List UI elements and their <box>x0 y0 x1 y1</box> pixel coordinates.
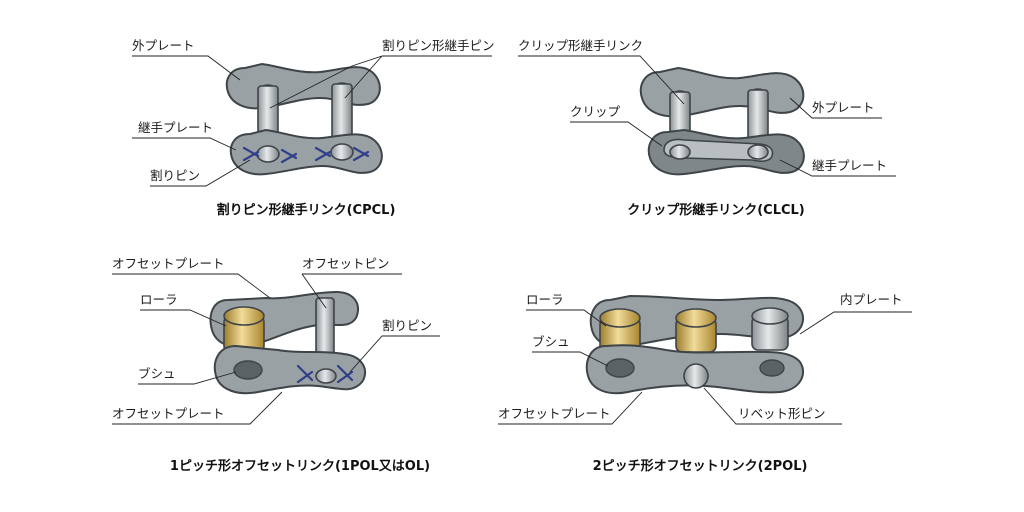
pol1-label-cotter-pin: 割りピン <box>382 318 432 333</box>
pol1-caption: 1ピッチ形オフセットリンク(1POL又はOL) <box>170 459 430 474</box>
cpcl-label-outer-plate: 外プレート <box>132 38 195 53</box>
pol2-roller-left-top <box>600 309 640 327</box>
panel-cpcl: 外プレート 割りピン形継手ピン 継手プレート 割りピン 割りピン形継手リンク(C… <box>132 38 495 218</box>
pol2-hole-right <box>760 360 784 376</box>
pol1-bush-hole <box>234 361 262 379</box>
pol1-label-offset-plate-bottom: オフセットプレート <box>112 406 225 421</box>
panel-2pol: ローラ ブシュ 内プレート オフセットプレート リベット形ピン 2ピッチ形オフセ… <box>498 292 912 474</box>
pol2-rivet-head <box>684 364 708 388</box>
pol2-leader-inner-plate <box>800 312 912 334</box>
clcl-pin-head-left <box>670 145 690 159</box>
pol1-label-offset-pin: オフセットピン <box>302 256 390 271</box>
cpcl-pin-head-left <box>257 146 279 162</box>
pol2-bush-hole <box>606 359 634 377</box>
panel-clcl: クリップ形継手リンク クリップ 外プレート 継手プレート クリップ形継手リンク(… <box>518 38 896 218</box>
pol1-label-roller: ローラ <box>140 292 178 307</box>
pol2-pin-right-top <box>752 308 788 324</box>
pol2-label-roller: ローラ <box>526 292 564 307</box>
cpcl-pin-head-right <box>331 144 353 160</box>
cpcl-label-joint-plate: 継手プレート <box>138 120 213 135</box>
pol2-label-offset-plate: オフセットプレート <box>498 406 611 421</box>
clcl-outer-plate <box>641 68 804 116</box>
clcl-label-joint-plate: 継手プレート <box>812 158 887 173</box>
cpcl-label-cotter-pin: 割りピン <box>150 168 200 183</box>
clcl-pin-head-right <box>748 145 768 159</box>
pol1-pin-head <box>316 369 336 383</box>
clcl-label-outer-plate: 外プレート <box>812 100 875 115</box>
panel-1pol: オフセットプレート オフセットピン ローラ 割りピン ブシュ オフセットプレート… <box>112 256 440 474</box>
cpcl-caption: 割りピン形継手リンク(CPCL) <box>217 202 396 218</box>
clcl-label-clip: クリップ <box>570 104 621 119</box>
pol1-roller-top <box>224 307 264 325</box>
pol2-roller-mid-top <box>676 309 716 327</box>
pol2-label-rivet-pin: リベット形ピン <box>738 406 826 421</box>
clcl-label-joint-pin: クリップ形継手リンク <box>518 38 643 53</box>
clcl-caption: クリップ形継手リンク(CLCL) <box>627 202 805 218</box>
pol2-label-bush: ブシュ <box>532 334 570 349</box>
cpcl-outer-plate <box>227 64 380 108</box>
cpcl-leader-joint-plate <box>132 138 236 150</box>
pol1-leader-offset-plate-top <box>112 274 270 298</box>
cpcl-label-joint-pin: 割りピン形継手ピン <box>382 38 495 53</box>
pol1-label-bush: ブシュ <box>138 366 176 381</box>
cpcl-leader-outer-plate <box>132 56 240 80</box>
pol1-label-offset-plate-top: オフセットプレート <box>112 256 225 271</box>
pol2-label-inner-plate: 内プレート <box>840 292 903 307</box>
clcl-leader-clip <box>570 122 662 146</box>
pol2-caption: 2ピッチ形オフセットリンク(2POL) <box>593 459 808 474</box>
